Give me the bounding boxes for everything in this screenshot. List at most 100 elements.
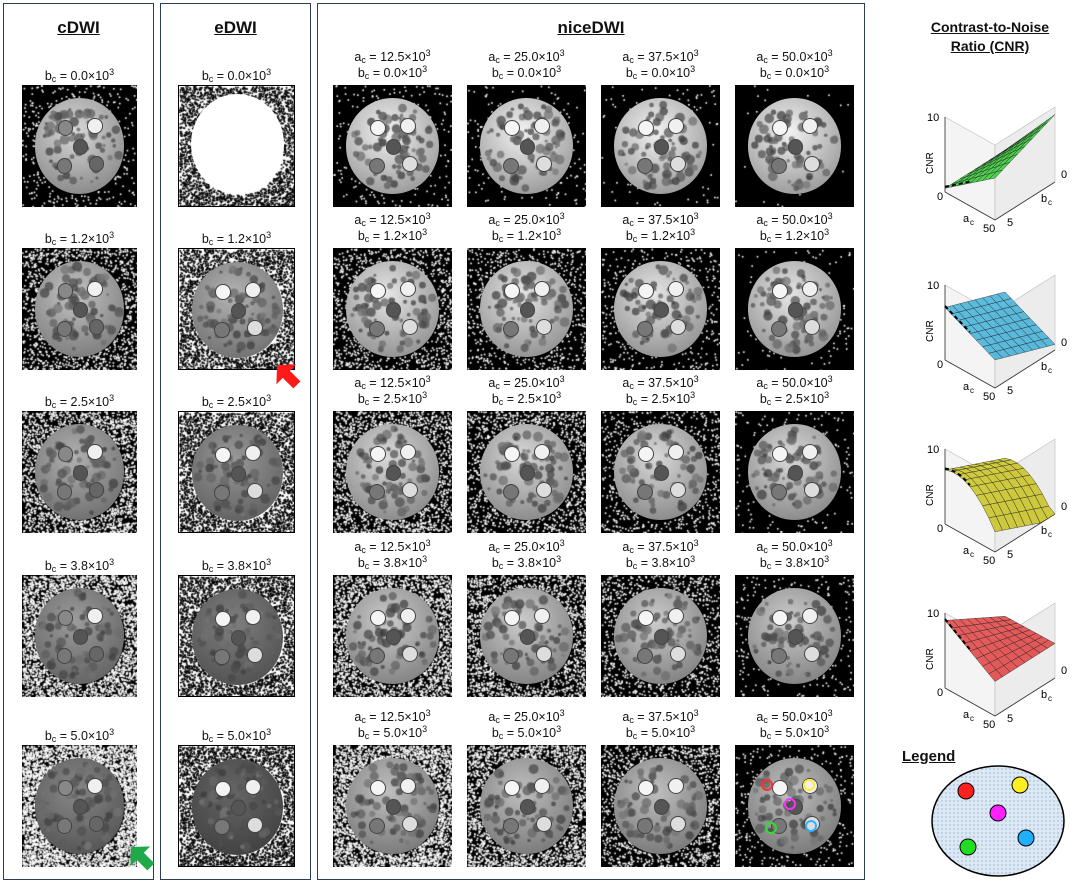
z-tick-label: 10 xyxy=(927,608,939,620)
inclusion-spot xyxy=(670,156,687,173)
inclusion-spot xyxy=(215,447,231,463)
a-value: 12.5 xyxy=(380,213,405,227)
exponent: 3 xyxy=(266,727,272,737)
equals: = xyxy=(365,540,381,554)
exponent: 3 xyxy=(556,554,562,564)
b-label: bc = 0.0×103 xyxy=(467,62,586,83)
b-subscript: c xyxy=(364,731,370,741)
roi-marker xyxy=(805,819,818,832)
a-value: 12.5 xyxy=(380,50,405,64)
b-label: bc = 2.5×103 xyxy=(22,391,137,412)
exponent: 3 xyxy=(824,554,830,564)
times-ten: ×10 xyxy=(538,213,560,227)
a-label: ac = 12.5×103 xyxy=(333,46,452,67)
inclusion-spot xyxy=(215,781,231,797)
equals: = xyxy=(633,376,649,390)
a-tick-0: 0 xyxy=(937,523,943,535)
inclusion-spot xyxy=(214,819,230,835)
a-label: ac = 12.5×103 xyxy=(333,209,452,230)
equals: = xyxy=(503,229,518,243)
a-prefix: a xyxy=(756,376,764,390)
b-prefix: b xyxy=(44,232,52,246)
edwi-image xyxy=(178,411,295,533)
a-axis-label: a xyxy=(963,381,970,393)
times-ten: ×10 xyxy=(244,729,267,743)
inclusion-spot xyxy=(88,816,105,832)
exponent: 3 xyxy=(422,227,428,237)
inclusion-spot xyxy=(368,158,385,174)
b-subscript: c xyxy=(632,561,638,571)
b-prefix: b xyxy=(759,392,767,406)
legend-spot xyxy=(959,838,977,856)
exponent: 3 xyxy=(109,727,115,737)
inclusion-spot xyxy=(247,483,263,499)
b-subscript: c xyxy=(364,71,370,81)
cnr-surface xyxy=(944,616,1056,682)
inclusion-spot xyxy=(536,646,553,663)
times-ten: ×10 xyxy=(400,229,423,243)
times-ten: ×10 xyxy=(87,69,110,83)
exponent: 3 xyxy=(266,393,272,403)
inclusion-spot xyxy=(771,282,788,299)
a-prefix: a xyxy=(756,710,764,724)
a-label: ac = 25.0×103 xyxy=(467,46,586,67)
a-tick-1: 50 xyxy=(983,223,995,235)
inclusion-spot xyxy=(804,156,821,173)
exponent: 3 xyxy=(422,64,428,74)
nicedwi-image xyxy=(735,411,854,533)
inclusion-spot xyxy=(787,302,804,318)
b-prefix: b xyxy=(44,559,52,573)
b-value: 5.0 xyxy=(383,726,401,740)
b-subscript: c xyxy=(766,561,772,571)
inclusion-spot xyxy=(385,302,402,318)
exponent: 3 xyxy=(556,390,562,400)
b-prefix: b xyxy=(625,392,633,406)
equals: = xyxy=(633,50,649,64)
phantom-disc xyxy=(480,98,573,194)
a-prefix: a xyxy=(756,50,764,64)
inclusion-spot xyxy=(637,282,654,299)
inclusion-spot xyxy=(369,445,386,462)
b-value: 1.2 xyxy=(517,229,535,243)
times-ten: ×10 xyxy=(538,710,560,724)
inclusion-spot xyxy=(247,320,263,336)
b-label: bc = 0.0×103 xyxy=(22,65,137,86)
times-ten: ×10 xyxy=(534,66,557,80)
a-subscript: c xyxy=(763,715,768,725)
z-axis-label: CNR xyxy=(925,484,936,506)
nicedwi-image xyxy=(601,85,720,207)
exponent: 3 xyxy=(422,390,428,400)
b-label: bc = 3.8×103 xyxy=(467,552,586,573)
inclusion-spot xyxy=(653,139,670,155)
a-subscript: c xyxy=(495,545,500,555)
equals: = xyxy=(637,392,652,406)
phantom-disc xyxy=(191,262,284,358)
phantom-disc xyxy=(614,758,707,854)
b-value: 2.5 xyxy=(785,392,803,406)
cnr-title-line1: Contrast-to-Noise xyxy=(930,19,1050,35)
equals: = xyxy=(771,556,786,570)
inclusion-spot xyxy=(56,158,73,174)
b-subscript: c xyxy=(766,731,772,741)
edwi-panel xyxy=(160,3,311,880)
inclusion-spot xyxy=(230,630,247,646)
times-ten: ×10 xyxy=(672,710,694,724)
a-label: ac = 50.0×103 xyxy=(735,209,854,230)
times-ten: ×10 xyxy=(244,559,267,573)
b-tick-1: 5 xyxy=(1007,217,1013,229)
z-tick-label: 10 xyxy=(927,112,939,124)
b-subscript: c xyxy=(51,74,57,84)
times-ten: ×10 xyxy=(668,392,691,406)
times-ten: ×10 xyxy=(668,66,691,80)
a-prefix: a xyxy=(354,710,362,724)
times-ten: ×10 xyxy=(404,710,426,724)
b-value: 0.0 xyxy=(227,69,245,83)
inclusion-spot xyxy=(503,282,520,299)
b-prefix: b xyxy=(491,556,499,570)
a-subscript: c xyxy=(629,545,634,555)
b-value: 1.2 xyxy=(227,232,245,246)
a-label: ac = 37.5×103 xyxy=(601,372,720,393)
equals: = xyxy=(213,232,228,246)
inclusion-spot xyxy=(636,648,653,664)
a-value: 37.5 xyxy=(648,213,673,227)
